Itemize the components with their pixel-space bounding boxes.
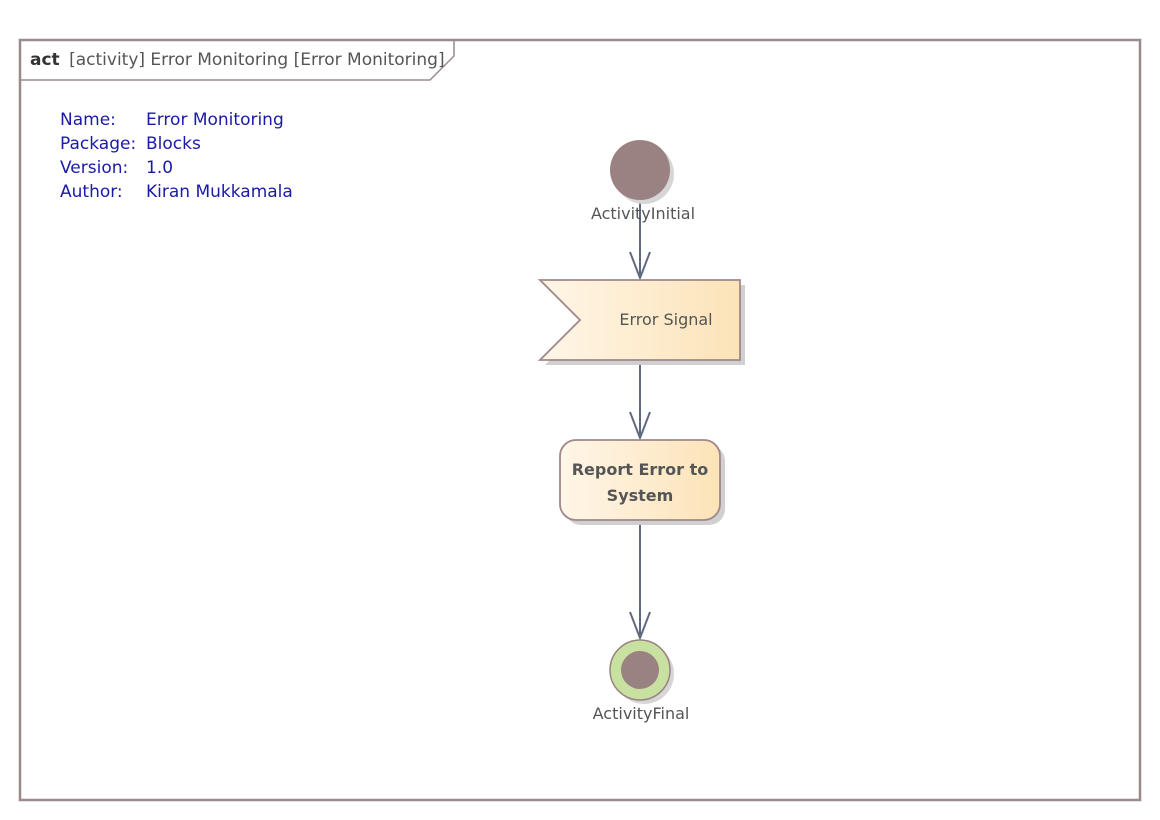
initial-node-circle <box>610 140 670 200</box>
action-label-line1: Report Error to <box>572 460 709 479</box>
info-author-value: Kiran Mukkamala <box>146 182 293 202</box>
error-signal-node[interactable] <box>537 279 745 365</box>
final-node-core <box>621 651 659 689</box>
diagram-frame <box>18 38 1142 802</box>
arrowhead-final <box>629 611 651 641</box>
arrowhead-action <box>629 411 651 441</box>
info-package-value: Blocks <box>146 134 201 154</box>
info-name-label: Name: <box>60 110 116 130</box>
info-version-value: 1.0 <box>146 158 173 178</box>
frame-keyword: act <box>30 50 60 70</box>
arrowhead-signal <box>629 251 651 281</box>
activity-final-node[interactable] <box>609 639 674 704</box>
diagram-info: Name: Error Monitoring Package: Blocks V… <box>60 110 293 202</box>
activity-initial-label: ActivityInitial <box>591 204 695 223</box>
activity-final-label: ActivityFinal <box>593 704 690 723</box>
error-signal-label: Error Signal <box>619 310 712 329</box>
info-package-label: Package: <box>60 134 136 154</box>
info-author-label: Author: <box>60 182 123 202</box>
frame-title: [activity] Error Monitoring [Error Monit… <box>69 50 445 70</box>
action-label-line2: System <box>607 486 674 505</box>
action-shape <box>559 439 721 521</box>
info-name-value: Error Monitoring <box>146 110 284 130</box>
control-flows <box>629 200 651 641</box>
info-version-label: Version: <box>60 158 128 178</box>
signal-shape <box>537 279 741 361</box>
activity-initial-node[interactable] <box>610 140 674 204</box>
report-error-action[interactable] <box>559 439 725 525</box>
frame-header: act [activity] Error Monitoring [Error M… <box>30 50 445 70</box>
frame-header-tab <box>20 40 455 81</box>
